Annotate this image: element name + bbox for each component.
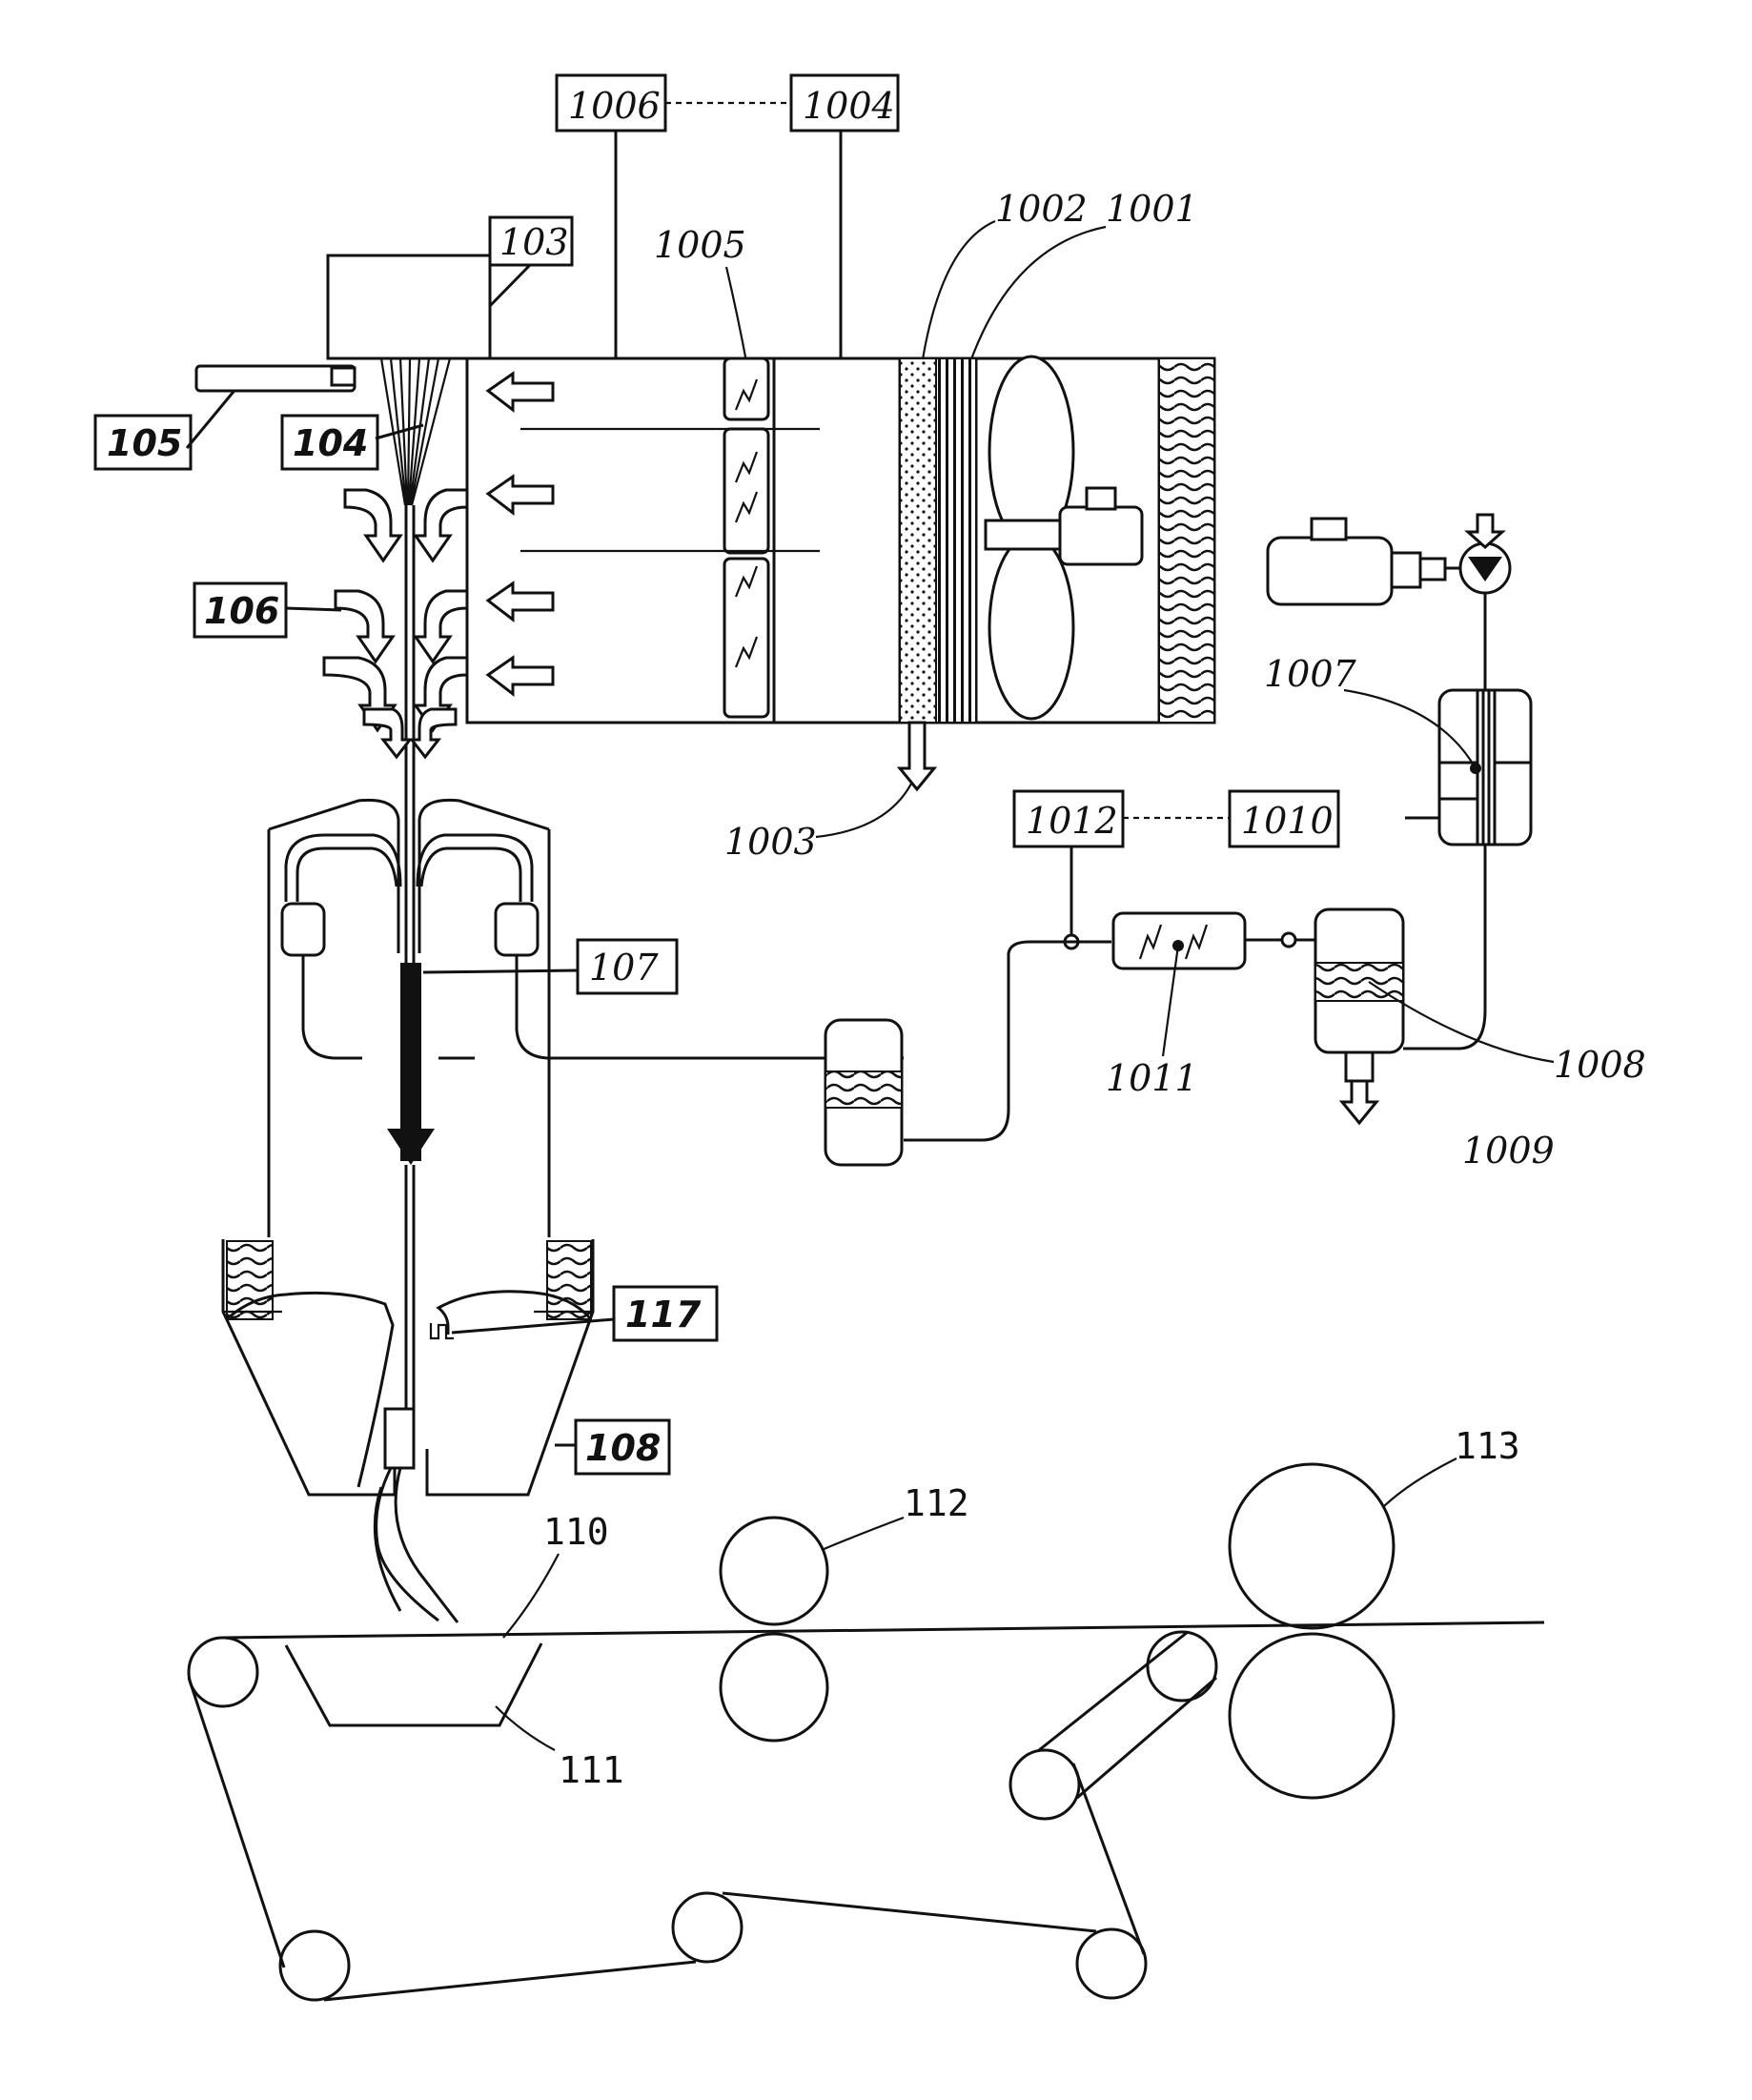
leader-112 bbox=[822, 1518, 904, 1550]
label-1004: 1004 bbox=[803, 85, 895, 127]
label-1012: 1012 bbox=[1026, 800, 1118, 842]
label-1012-group: 1012 bbox=[1014, 791, 1123, 940]
label-1010-group: 1010 bbox=[1230, 791, 1338, 846]
label-103-group: 103 bbox=[486, 217, 572, 310]
label-1008: 1008 bbox=[1554, 1044, 1646, 1086]
label-1001: 1001 bbox=[1106, 188, 1198, 230]
label-108-group: 108 bbox=[555, 1420, 669, 1474]
label-105-group: 105 bbox=[95, 381, 242, 469]
label-112: 112 bbox=[904, 1482, 969, 1524]
label-1002: 1002 bbox=[995, 188, 1088, 230]
label-113: 113 bbox=[1455, 1425, 1520, 1467]
label-1005: 1005 bbox=[654, 224, 746, 266]
heat-exchanger-1007 bbox=[1405, 690, 1531, 1010]
label-108: 108 bbox=[585, 1427, 661, 1469]
air-conditioning-unit bbox=[467, 357, 1214, 789]
label-1003: 1003 bbox=[724, 821, 817, 863]
leader-1003 bbox=[816, 784, 911, 837]
label-1006: 1006 bbox=[568, 85, 661, 127]
label-111: 111 bbox=[559, 1749, 624, 1791]
label-105: 105 bbox=[107, 422, 182, 464]
drawing-jet-unit bbox=[269, 800, 904, 1439]
separator-tank bbox=[825, 1020, 902, 1165]
diffuser-unit bbox=[223, 1239, 593, 1622]
label-103: 103 bbox=[499, 221, 569, 263]
label-1007: 1007 bbox=[1264, 653, 1357, 695]
label-104: 104 bbox=[293, 422, 368, 464]
label-107: 107 bbox=[589, 947, 659, 989]
leader-113 bbox=[1384, 1458, 1457, 1506]
label-106: 106 bbox=[204, 590, 279, 632]
label-110: 110 bbox=[543, 1511, 609, 1553]
label-117: 117 bbox=[625, 1294, 702, 1335]
supply-piping bbox=[904, 909, 1485, 1140]
quench-air-arrows bbox=[324, 490, 467, 757]
label-1010: 1010 bbox=[1241, 800, 1334, 842]
label-1009: 1009 bbox=[1462, 1130, 1555, 1172]
label-1011: 1011 bbox=[1106, 1057, 1198, 1099]
conveyor-system bbox=[189, 1464, 1544, 2000]
leader-110 bbox=[503, 1554, 559, 1638]
label-106-group: 106 bbox=[194, 583, 341, 637]
